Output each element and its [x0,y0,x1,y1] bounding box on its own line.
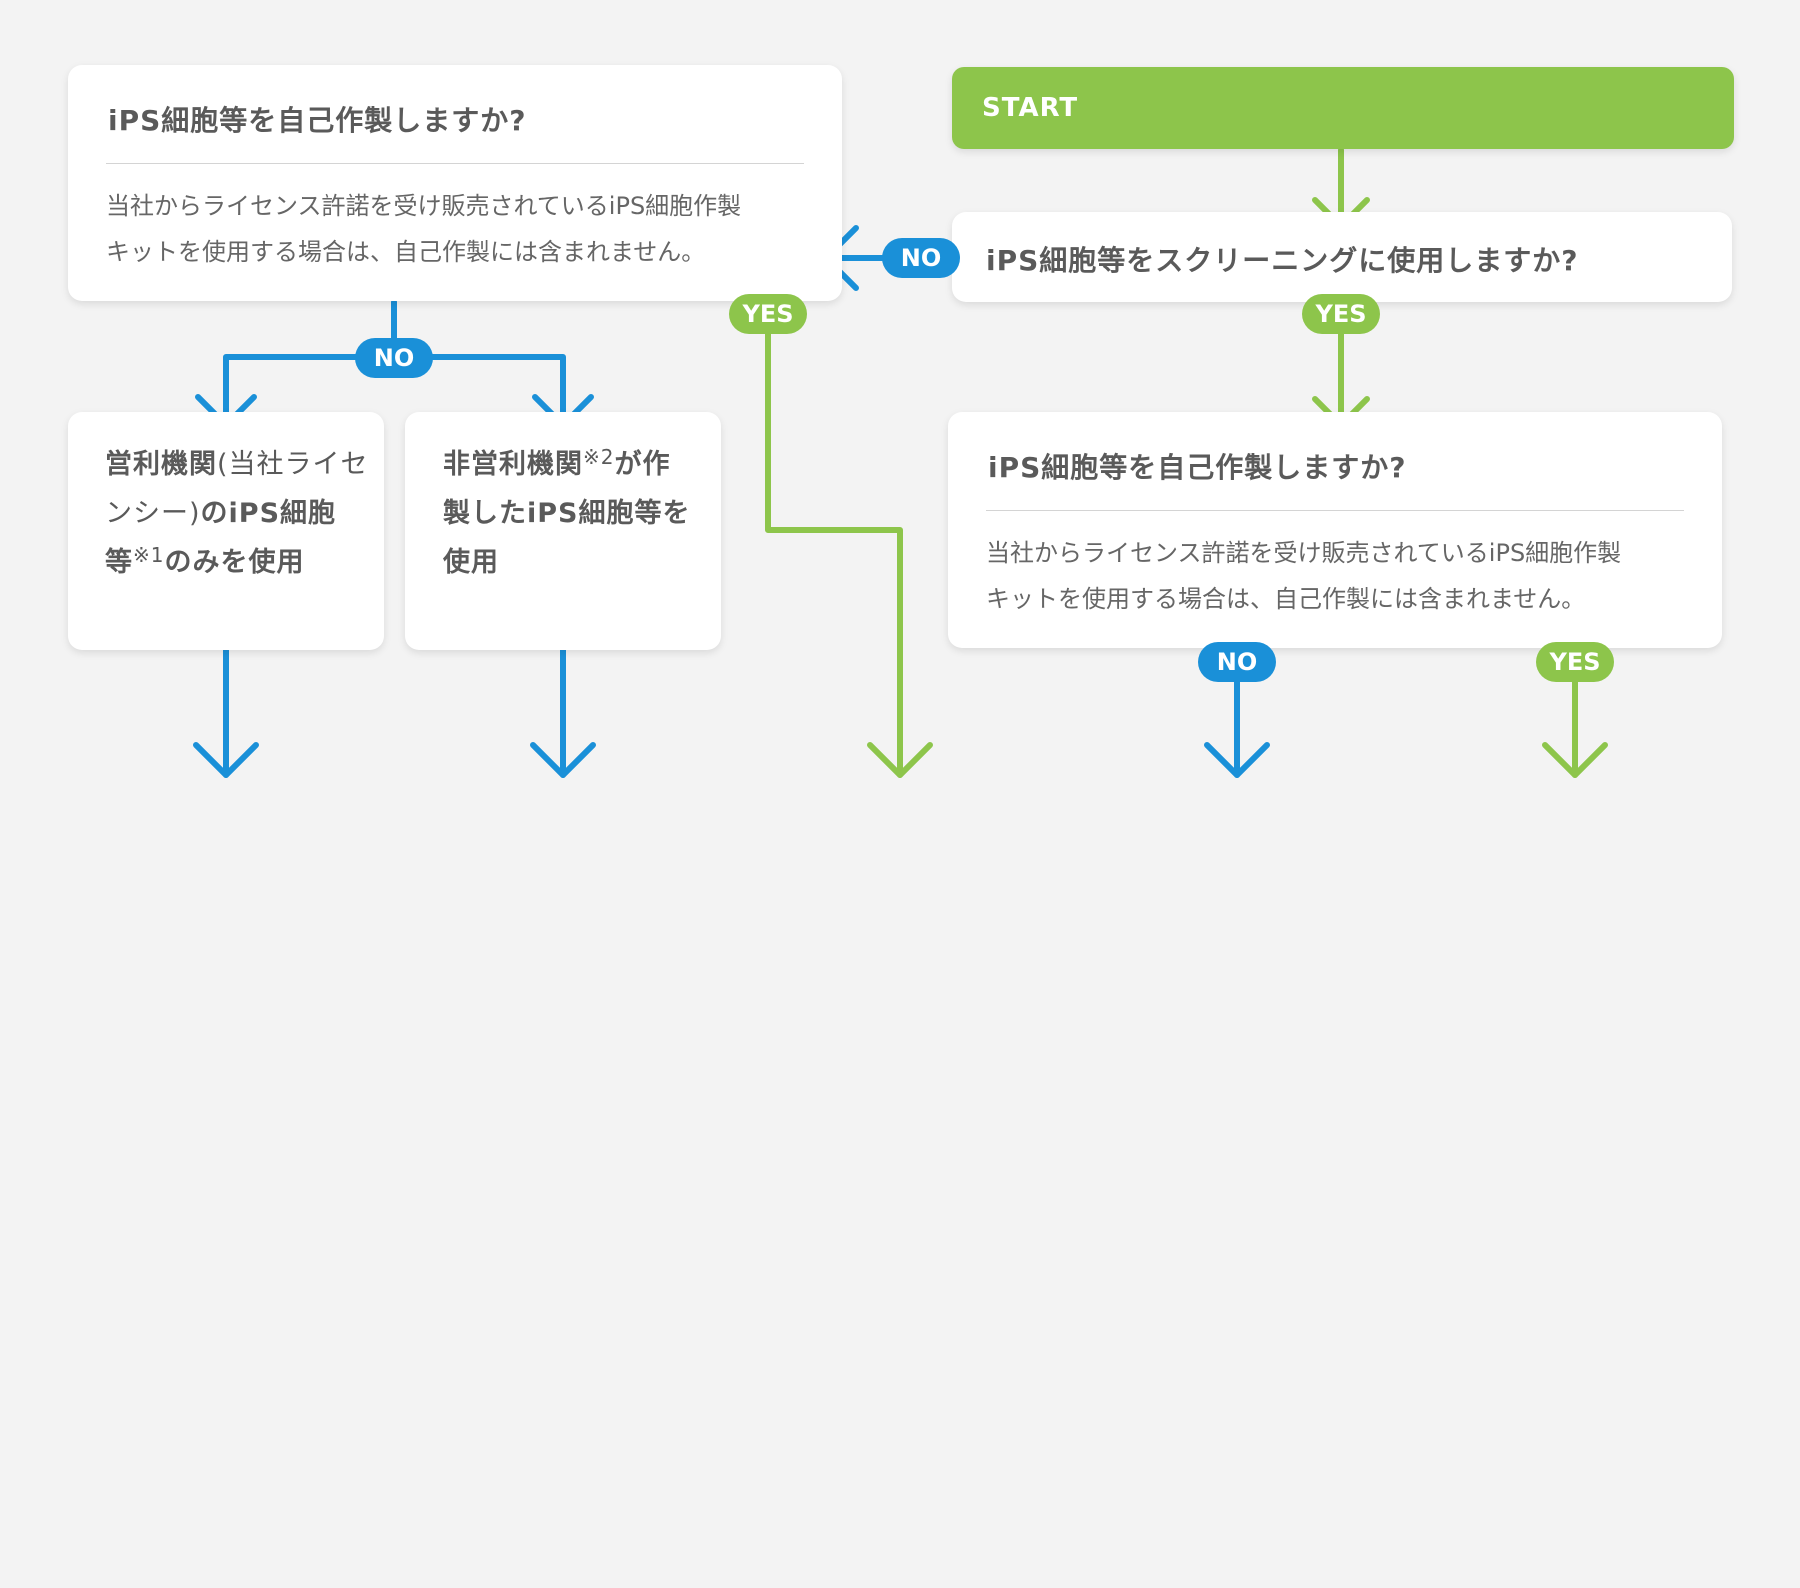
commercial-line1-bold: 営利機関 [105,449,217,480]
commercial-line2-normal: ンシー) [105,498,201,529]
right-self-production-card: iPS細胞等を自己作製しますか? 当社からライセンス許諾を受け販売されているiP… [948,412,1722,648]
left-self-production-card: iPS細胞等を自己作製しますか? 当社からライセンス許諾を受け販売されているiP… [68,65,842,301]
connector-left-yes [765,331,903,778]
left-question-title: iPS細胞等を自己作製しますか? [108,104,527,137]
commercial-line2-bold: のiPS細胞 [200,498,337,529]
screening-yes-label: YES [1302,294,1380,334]
screening-no-label: NO [882,238,960,278]
right-question-title: iPS細胞等を自己作製しますか? [988,451,1407,484]
left-question-note: 当社からライセンス許諾を受け販売されているiPS細胞作製 キットを使用する場合は… [106,183,741,275]
arrowhead-right-yes [1542,742,1608,778]
right-note-line-2: キットを使用する場合は、自己作製には含まれません。 [986,585,1586,613]
right-question-divider [986,510,1684,511]
commercial-line1-normal: (当社ライセ [217,449,369,480]
start-label: START [982,93,1079,123]
start-node: START [952,67,1734,149]
noncommercial-line1-bold-b: が作 [614,449,671,480]
arrowhead-commercial-out [193,742,259,778]
right-question-note: 当社からライセンス許諾を受け販売されているiPS細胞作製 キットを使用する場合は… [986,530,1621,622]
footnote-mark-2: ※2 [583,445,615,469]
left-yes-label: YES [729,294,807,334]
screening-question-card: iPS細胞等をスクリーニングに使用しますか? [952,212,1732,302]
right-note-line-1: 当社からライセンス許諾を受け販売されているiPS細胞作製 [986,539,1622,567]
arrowhead-noncommercial-out [530,742,596,778]
commercial-option-text: 営利機関(当社ライセ ンシー)のiPS細胞 等※1のみを使用 [105,440,375,587]
screening-question-title: iPS細胞等をスクリーニングに使用しますか? [986,244,1579,277]
noncommercial-line1-bold-a: 非営利機関 [443,449,583,480]
left-question-divider [106,163,804,164]
arrowhead-right-no [1204,742,1270,778]
footnote-mark-1: ※1 [133,543,165,567]
noncommercial-institution-option-card: 非営利機関※2が作 製したiPS細胞等を 使用 [405,412,721,650]
commercial-line3-bold-a: 等 [105,547,133,578]
commercial-line3-bold-b: のみを使用 [164,547,305,578]
right-no-label: NO [1198,642,1276,682]
left-note-line-2: キットを使用する場合は、自己作製には含まれません。 [106,238,706,266]
left-note-line-1: 当社からライセンス許諾を受け販売されているiPS細胞作製 [106,192,742,220]
arrowhead-left-yes [867,742,933,778]
noncommercial-line2: 製したiPS細胞等を [443,498,691,529]
commercial-institution-option-card: 営利機関(当社ライセ ンシー)のiPS細胞 等※1のみを使用 [68,412,384,650]
noncommercial-option-text: 非営利機関※2が作 製したiPS細胞等を 使用 [443,440,713,587]
left-no-label: NO [355,338,433,378]
right-yes-label: YES [1536,642,1614,682]
noncommercial-line3: 使用 [443,547,499,578]
